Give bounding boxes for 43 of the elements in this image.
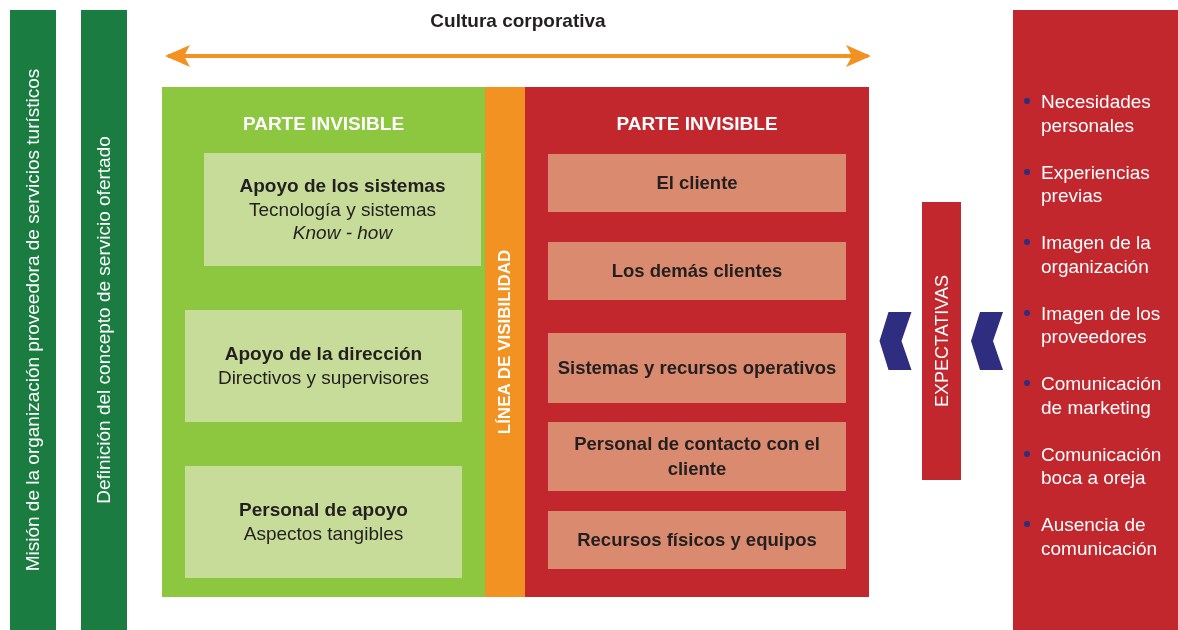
diagram-title: Cultura corporativa	[429, 10, 607, 32]
chevron-arrow	[971, 312, 1003, 370]
card	[548, 242, 846, 300]
list-item: Imagen de los proveedores	[1041, 301, 1162, 349]
vertical-label: EXPECTATIVAS	[931, 275, 952, 407]
panel-heading: PARTE INVISIBLE	[615, 113, 779, 135]
card-text: Aspectos tangibles	[243, 522, 404, 546]
card-title: Los demás clientes	[611, 258, 783, 283]
chevron-arrow	[879, 312, 912, 370]
list-item: Comunicación boca a oreja	[1041, 442, 1163, 490]
vertical-band	[10, 10, 56, 630]
card-text: Tecnología y sistemas	[249, 197, 436, 222]
card	[548, 154, 846, 212]
vertical-band	[81, 10, 127, 630]
card-title: Personal de apoyo	[239, 498, 408, 522]
card	[548, 422, 846, 491]
list-item: Experiencias previas	[1041, 160, 1151, 208]
band-label: Misión de la organización proveedora de servicios turísticos	[22, 68, 44, 572]
card-title: Recursos físicos y equipos	[577, 527, 817, 552]
panel	[162, 87, 485, 597]
card	[548, 333, 846, 403]
list-item: Ausencia de comunicación	[1041, 513, 1159, 561]
list-panel	[1013, 10, 1178, 630]
vertical-label: LÍNEA DE VISIBILIDAD	[495, 249, 515, 435]
list-item: Necesidades personales	[1041, 90, 1152, 138]
card-title: Apoyo de la dirección	[224, 342, 423, 366]
card	[185, 466, 462, 578]
panel-heading: PARTE INVISIBLE	[241, 113, 406, 135]
list-item: Imagen de la organización	[1041, 231, 1152, 279]
visibility-bar	[485, 87, 525, 597]
card	[185, 310, 462, 422]
panel	[525, 87, 869, 597]
card-title: El cliente	[656, 170, 738, 195]
card-title: Sistemas y recursos operativos	[557, 355, 837, 380]
card-title: Apoyo de los sistemas	[239, 173, 446, 198]
card-title: Personal de contacto con el cliente	[573, 432, 821, 481]
card	[548, 511, 846, 569]
card	[204, 153, 481, 266]
label-box	[922, 202, 961, 480]
list-item: Comunicación de marketing	[1041, 372, 1163, 420]
card-text: Know - how	[292, 221, 393, 246]
card-text: Directivos y supervisores	[217, 366, 430, 390]
band-label: Definición del concepto de servicio ofertado	[93, 136, 115, 504]
